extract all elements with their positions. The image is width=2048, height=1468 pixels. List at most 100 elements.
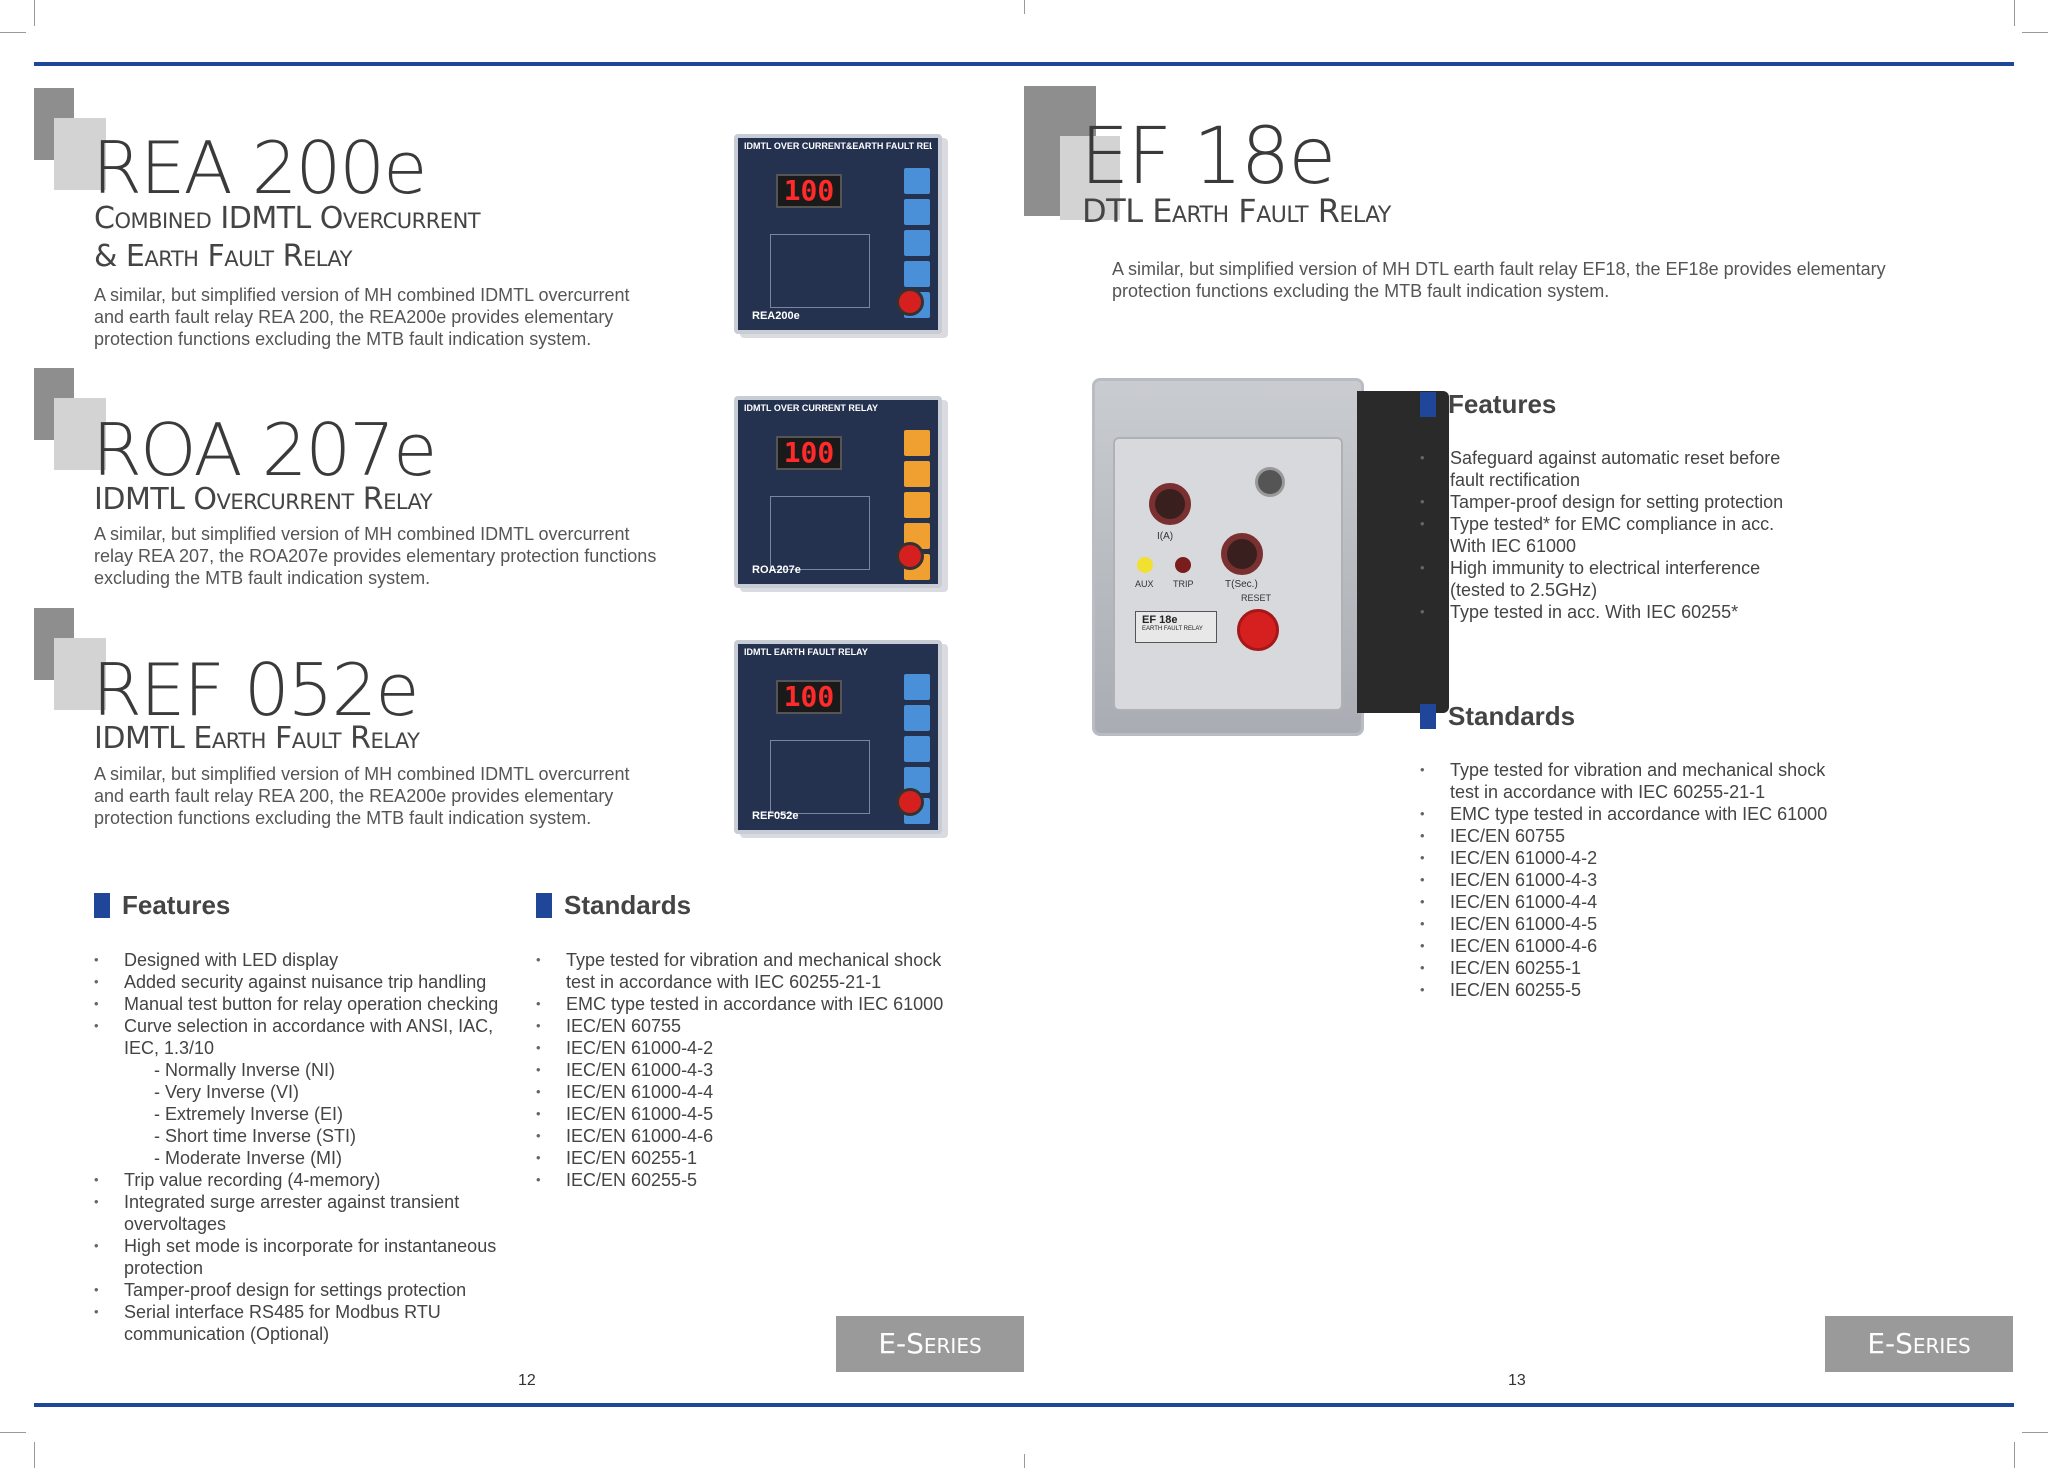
list-item: Safeguard against automatic reset before [1420, 447, 1860, 469]
description-line: A similar, but simplified version of MH … [94, 764, 630, 784]
mode-key [904, 168, 930, 194]
list-item: High immunity to electrical interference [1420, 557, 1860, 579]
crop-mark [2022, 1432, 2048, 1433]
list-subitem: - Very Inverse (VI) [154, 1082, 300, 1102]
list-item: EMC type tested in accordance with IEC 6… [1420, 803, 1880, 825]
left-key [904, 261, 930, 287]
led-display: 100 [776, 680, 842, 714]
model-title: EF 18e [1080, 112, 1336, 202]
up-key [904, 461, 930, 487]
list-item: Serial interface RS485 for Modbus RTU [94, 1301, 524, 1323]
list-item: IEC/EN 60255-1 [536, 1147, 976, 1169]
relay-header: IDMTL OVER CURRENT&EARTH FAULT RELAY [744, 141, 932, 151]
list-item: Integrated surge arrester against transi… [94, 1191, 524, 1213]
list-item: EMC type tested in accordance with IEC 6… [536, 993, 976, 1015]
description-line: relay REA 207, the ROA207e provides elem… [94, 546, 657, 566]
reset-label: RESET [1241, 593, 1272, 603]
description-line: and earth fault relay REA 200, the REA20… [94, 786, 614, 806]
list-item: Tamper-proof design for setting protecti… [1420, 491, 1860, 513]
features-heading: Features [94, 890, 230, 920]
description-line: excluding the MTB fault indication syste… [94, 568, 431, 588]
list-item: Manual test button for relay operation c… [94, 993, 524, 1015]
crop-mark [2022, 32, 2048, 33]
list-item: IEC/EN 60755 [1420, 825, 1880, 847]
product-description: A similar, but simplified version of MH … [94, 284, 630, 350]
current-dial [1149, 483, 1191, 525]
standards-list: Type tested for vibration and mechanical… [1420, 759, 1880, 1001]
product-image-ef18e: I(A) T(Sec.) AUX TRIP RESET EF 18e EARTH… [1092, 378, 1449, 736]
list-subitem: - Short time Inverse (STI) [154, 1126, 357, 1146]
list-item: Trip value recording (4-memory) [94, 1169, 524, 1191]
aux-led [1137, 557, 1153, 573]
relay-header: IDMTL OVER CURRENT RELAY [744, 403, 879, 413]
list-item-continuation: IEC, 1.3/10 [124, 1038, 215, 1058]
description-line: protection functions excluding the MTB f… [94, 329, 592, 349]
model-title: REF 052e [92, 648, 420, 732]
crop-mark [1024, 0, 1025, 14]
list-item: IEC/EN 61000-4-5 [536, 1103, 976, 1125]
crop-mark [0, 1432, 26, 1433]
subtitle-line: & Earth Fault Relay [94, 239, 353, 274]
description-line: A similar, but simplified version of MH … [1112, 259, 1886, 279]
up-key [904, 199, 930, 225]
product-description: A similar, but simplified version of MH … [1112, 258, 1886, 302]
relay-face [1113, 437, 1343, 711]
reset-button [1237, 609, 1279, 651]
list-item-continuation: With IEC 61000 [1450, 536, 1577, 556]
title-square-light [1060, 136, 1120, 220]
features-heading: Features [1420, 389, 1556, 419]
list-item: IEC/EN 61000-4-6 [536, 1125, 976, 1147]
screw-icon [1255, 467, 1285, 497]
description-line: protection functions excluding the MTB f… [1112, 281, 1610, 301]
page-number: 12 [518, 1372, 536, 1389]
list-subitem: - Normally Inverse (NI) [154, 1060, 336, 1080]
relay-brand: REF052e [752, 810, 799, 822]
subtitle-line: Combined IDMTL Overcurrent [94, 201, 481, 236]
product-image-roa207e: IDMTL OVER CURRENT RELAY 100 ROA207e [734, 396, 942, 588]
list-item: Curve selection in accordance with ANSI,… [94, 1015, 524, 1037]
features-list: Safeguard against automatic reset before… [1420, 447, 1860, 623]
subtitle-line: IDMTL Overcurrent Relay [94, 482, 433, 517]
relay-side-body [1357, 391, 1449, 713]
trip-led [1175, 557, 1191, 573]
model-subtitle: Combined IDMTL Overcurrent & Earth Fault… [94, 200, 481, 276]
standards-list: Type tested for vibration and mechanical… [536, 949, 976, 1191]
list-item: Type tested in acc. With IEC 60255* [1420, 601, 1860, 623]
reset-knob [896, 542, 924, 570]
relay-header: IDMTL EARTH FAULT RELAY [744, 647, 868, 657]
mode-key [904, 430, 930, 456]
down-key [904, 492, 930, 518]
series-label: E-Series [836, 1316, 1024, 1372]
standards-heading: Standards [1420, 701, 1575, 731]
relay-brand: ROA207e [752, 564, 801, 576]
dial-label-time: T(Sec.) [1225, 579, 1258, 590]
list-item: IEC/EN 61000-4-6 [1420, 935, 1880, 957]
list-item: IEC/EN 61000-4-3 [536, 1059, 976, 1081]
list-item-continuation: test in accordance with IEC 60255-21-1 [566, 972, 882, 992]
down-key [904, 736, 930, 762]
list-subitem: - Moderate Inverse (MI) [154, 1148, 343, 1168]
list-item-continuation: protection [124, 1258, 204, 1278]
list-item: Tamper-proof design for settings protect… [94, 1279, 524, 1301]
nameplate-brand: EF 18e [1142, 614, 1178, 626]
list-item: IEC/EN 61000-4-2 [536, 1037, 976, 1059]
crop-mark [0, 32, 26, 33]
list-item: Type tested* for EMC compliance in acc. [1420, 513, 1860, 535]
setting-panel [770, 740, 870, 814]
list-item: Type tested for vibration and mechanical… [536, 949, 976, 971]
setting-panel [770, 496, 870, 570]
list-item-continuation: communication (Optional) [124, 1324, 330, 1344]
list-item: IEC/EN 60255-5 [536, 1169, 976, 1191]
list-item: IEC/EN 60755 [536, 1015, 976, 1037]
reset-knob [896, 788, 924, 816]
down-key [904, 230, 930, 256]
product-description: A similar, but simplified version of MH … [94, 523, 656, 589]
description-line: A similar, but simplified version of MH … [94, 524, 630, 544]
list-item: IEC/EN 61000-4-5 [1420, 913, 1880, 935]
list-item-continuation: fault rectification [1450, 470, 1581, 490]
time-dial [1221, 533, 1263, 575]
dial-label-current: I(A) [1157, 531, 1174, 542]
title-square-light [54, 398, 106, 470]
list-item: IEC/EN 61000-4-2 [1420, 847, 1880, 869]
list-item-continuation: test in accordance with IEC 60255-21-1 [1450, 782, 1766, 802]
